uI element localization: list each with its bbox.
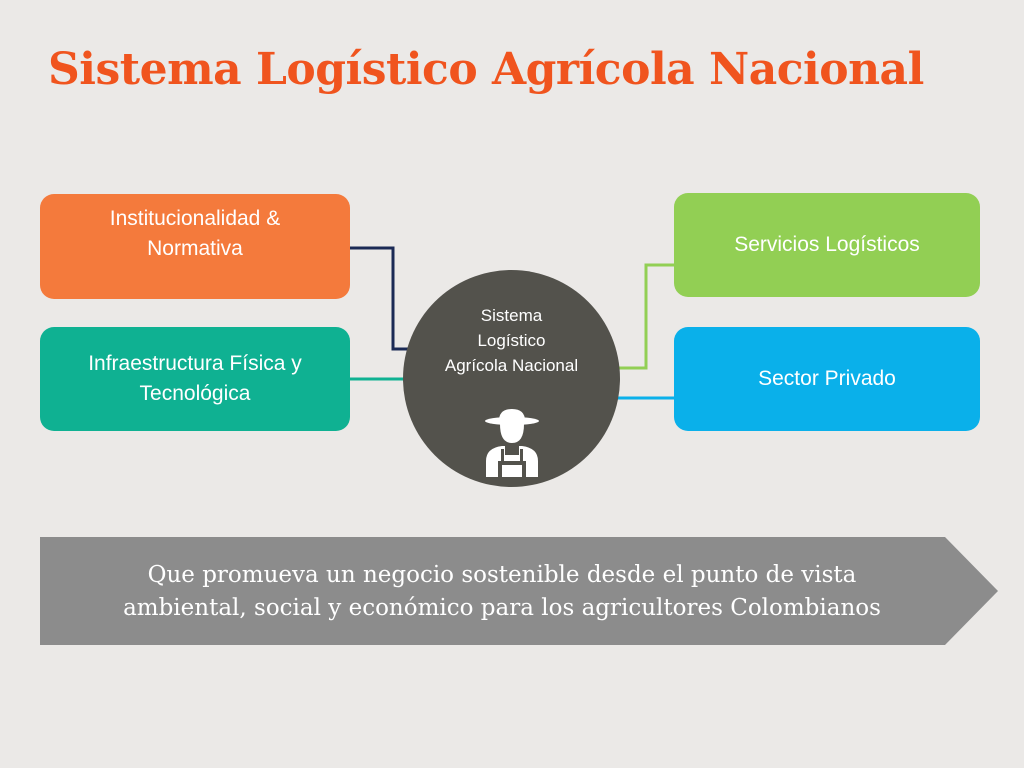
- box-institucionalidad: Institucionalidad & Normativa: [40, 194, 350, 299]
- box-institucionalidad-label: Institucionalidad & Normativa: [109, 206, 281, 260]
- banner-arrow: [40, 537, 998, 645]
- banner-text: Que promueva un negocio sostenible desde…: [123, 562, 881, 621]
- box-servicios-logisticos: Servicios Logísticos: [674, 193, 980, 297]
- box-infraestructura-label: Infraestructura Física y Tecnológica: [88, 352, 302, 405]
- box-infraestructura: Infraestructura Física y Tecnológica: [40, 327, 350, 431]
- box-sector-label: Sector Privado: [758, 367, 896, 390]
- connector-servicios: [619, 263, 674, 370]
- box-sector-privado: Sector Privado: [674, 327, 980, 431]
- box-servicios-label: Servicios Logísticos: [734, 233, 920, 256]
- page-title: Sistema Logístico Agrícola Nacional: [48, 44, 924, 95]
- connector-institucionalidad: [350, 246, 410, 351]
- hub-label: Sistema Logístico Agrícola Nacional: [444, 306, 579, 375]
- hub-circle: Sistema Logístico Agrícola Nacional: [403, 270, 620, 487]
- farmer-icon: [485, 409, 539, 477]
